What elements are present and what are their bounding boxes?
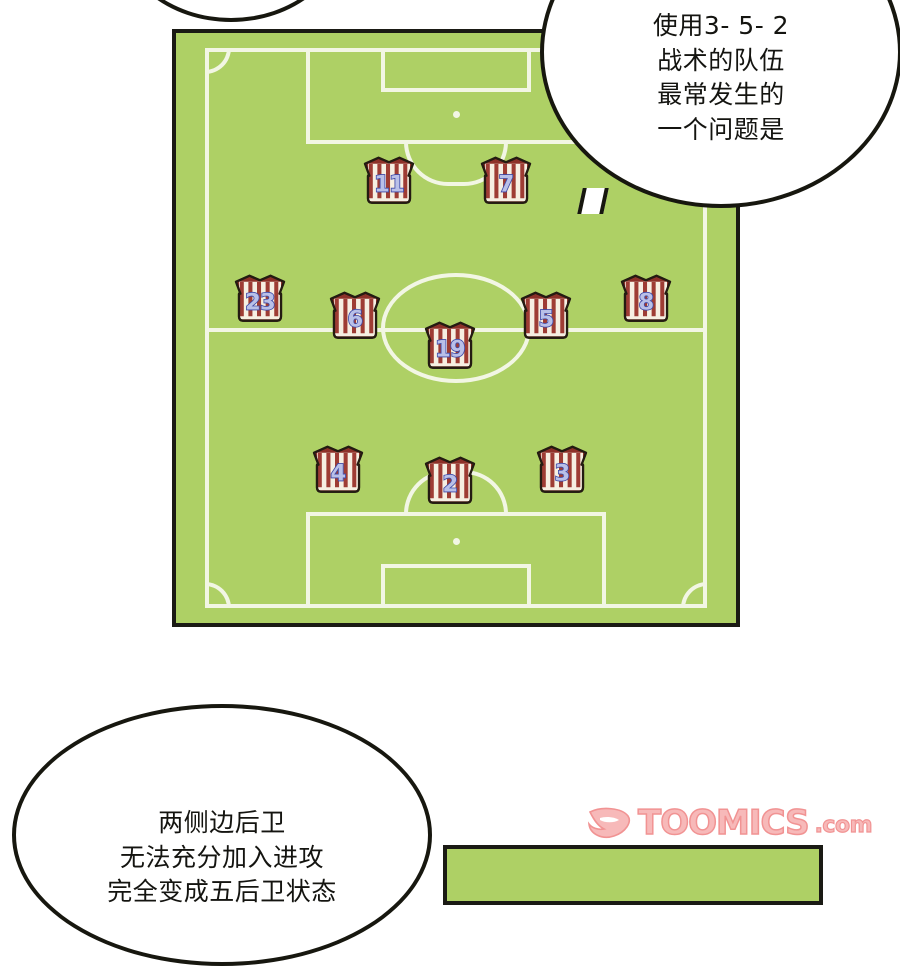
svg-text:19: 19 [435, 336, 465, 362]
speech-bubble-bottom: 两侧边后卫 无法充分加入进攻 完全变成五后卫状态 [12, 704, 432, 966]
svg-text:5: 5 [538, 307, 553, 333]
toomics-brand-text: TOOMICS [637, 803, 810, 843]
speech-bubble-tail-top-right [577, 188, 609, 214]
jersey-graphic-4: 4 [313, 445, 364, 493]
player-jersey-8: 8 [613, 268, 679, 330]
goal-area-bottom [381, 563, 531, 608]
jersey-graphic-3: 3 [537, 445, 588, 493]
svg-text:6: 6 [348, 307, 363, 333]
player-jersey-4: 4 [305, 439, 371, 501]
jersey-graphic-7: 7 [481, 156, 532, 204]
svg-text:2: 2 [443, 472, 458, 498]
jersey-graphic-11: 11 [363, 156, 414, 204]
jersey-graphic-23: 23 [234, 274, 286, 322]
svg-text:3: 3 [555, 460, 570, 486]
svg-text:4: 4 [331, 460, 346, 486]
svg-text:23: 23 [245, 289, 275, 315]
player-jersey-5: 5 [513, 285, 579, 347]
toomics-logo-icon [588, 807, 630, 839]
toomics-watermark: TOOMICS .com [588, 803, 873, 843]
toomics-domain-suffix: .com [814, 812, 873, 838]
player-jersey-19: 19 [417, 315, 483, 377]
touchline [205, 48, 707, 608]
penalty-spot-top [452, 111, 460, 118]
svg-text:8: 8 [639, 289, 654, 315]
player-jersey-23: 23 [227, 268, 293, 330]
player-jersey-7: 7 [473, 150, 539, 212]
svg-text:7: 7 [499, 171, 514, 197]
jersey-graphic-8: 8 [621, 274, 672, 322]
jersey-graphic-2: 2 [425, 457, 476, 505]
player-jersey-3: 3 [529, 439, 595, 501]
player-jersey-6: 6 [322, 285, 388, 347]
speech-bubble-top-right-text: 使用3- 5- 2 战术的队伍 最常发生的 一个问题是 [652, 11, 790, 144]
goal-area-top [381, 48, 531, 93]
svg-text:11: 11 [374, 171, 404, 197]
speech-bubble-bottom-text: 两侧边后卫 无法充分加入进攻 完全变成五后卫状态 [107, 808, 337, 907]
penalty-area-bottom [306, 511, 606, 608]
jersey-graphic-5: 5 [520, 291, 571, 340]
player-jersey-2: 2 [417, 450, 483, 512]
soccer-pitch-panel-next [443, 845, 823, 905]
jersey-graphic-19: 19 [425, 321, 476, 369]
penalty-spot-bottom [452, 538, 460, 545]
speech-bubble-top-left [116, 0, 346, 22]
player-jersey-11: 11 [356, 150, 422, 212]
jersey-graphic-6: 6 [330, 291, 381, 340]
